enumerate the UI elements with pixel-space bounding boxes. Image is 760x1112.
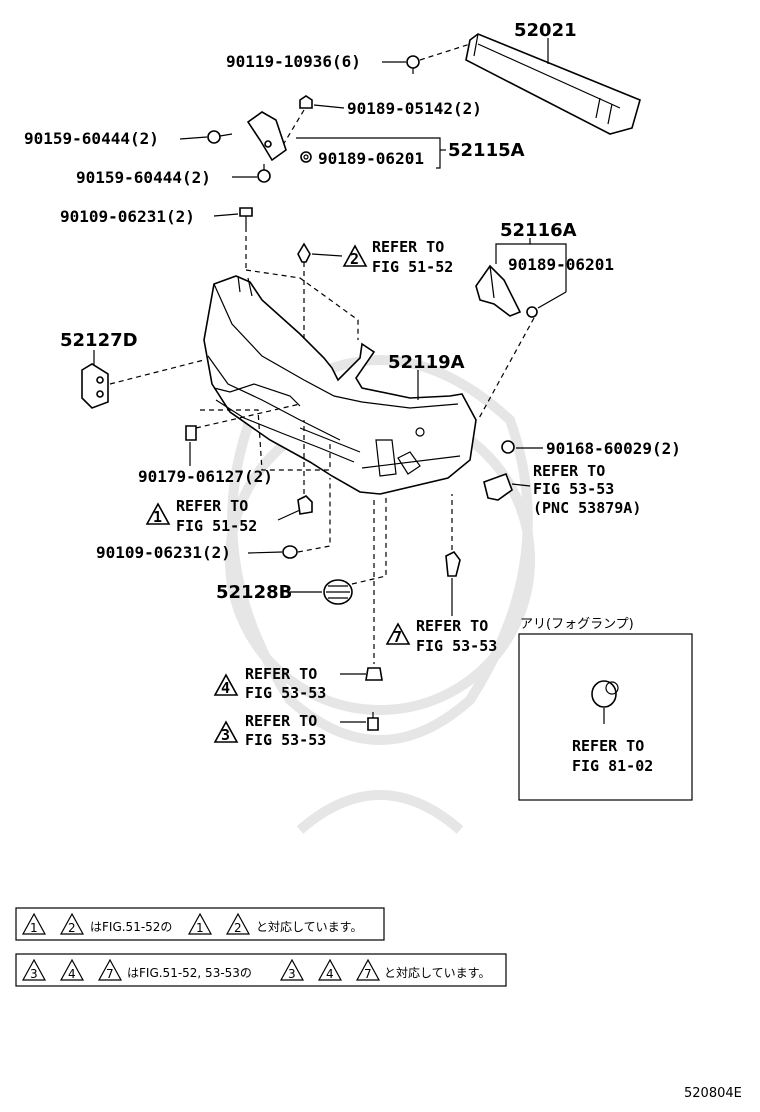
svg-text:REFER TO: REFER TO [372, 238, 444, 256]
svg-text:REFER TO: REFER TO [533, 462, 605, 480]
svg-text:7: 7 [364, 967, 372, 981]
svg-text:と対応しています。: と対応しています。 [256, 920, 362, 934]
svg-text:REFER TO: REFER TO [416, 617, 488, 635]
bolt-90109-a-icon [239, 207, 253, 232]
clip-90189-06201-icon [300, 151, 312, 163]
bumper-cover-52119A [203, 275, 477, 495]
fog-lamp-icon [591, 680, 619, 708]
label-52119A: 52119A [388, 352, 465, 373]
ref-fig-51-52-top: 2 REFER TO FIG 51-52 [342, 238, 453, 276]
svg-text:1: 1 [196, 921, 204, 935]
label-90119-10936: 90119-10936(6) [226, 52, 361, 71]
ref-fig-51-52-1: 1 REFER TO FIG 51-52 [145, 497, 257, 535]
svg-text:3: 3 [288, 967, 296, 981]
svg-text:REFER TO: REFER TO [176, 497, 248, 515]
bracket-53879A-icon [483, 472, 513, 501]
label-90168-60029: 90168-60029(2) [546, 439, 681, 458]
svg-text:REFER TO: REFER TO [245, 712, 317, 730]
svg-text:4: 4 [68, 967, 76, 981]
svg-text:2: 2 [234, 921, 242, 935]
label-52116A: 52116A [500, 220, 577, 241]
svg-text:FIG 53-53: FIG 53-53 [245, 684, 326, 702]
label-90109-06231-b: 90109-06231(2) [96, 543, 231, 562]
svg-text:4: 4 [221, 679, 230, 697]
ref-fig-53-53-3: 3 REFER TO FIG 53-53 [213, 712, 326, 749]
svg-text:2: 2 [350, 250, 359, 268]
fog-box-title: アリ(フォグランプ) [520, 617, 634, 632]
svg-text:2: 2 [68, 921, 76, 935]
svg-text:はFIG.51-52, 53-53の: はFIG.51-52, 53-53の [127, 966, 252, 980]
svg-text:4: 4 [326, 967, 334, 981]
label-90159-60444-a: 90159-60444(2) [24, 129, 159, 148]
svg-text:7: 7 [393, 628, 402, 646]
svg-text:1: 1 [153, 508, 162, 526]
nut-90189-05142-icon [299, 95, 313, 109]
svg-text:REFER TO: REFER TO [572, 737, 644, 755]
note-1: 1 2 はFIG.51-52の 1 2 と対応しています。 [15, 907, 385, 941]
ref-fig-53-53-4: 4 REFER TO FIG 53-53 [213, 665, 326, 702]
bracket-52127D [81, 363, 109, 409]
label-52115A: 52115A [448, 140, 525, 161]
ref-fig-53-53-pnc: REFER TO FIG 53-53 (PNC 53879A) [533, 462, 641, 517]
svg-text:FIG 51-52: FIG 51-52 [372, 258, 453, 276]
clip-ref1-icon [297, 495, 313, 515]
screw-ref3-icon [367, 712, 379, 731]
fog-lamp-box: アリ(フォグランプ) REFER TO FIG 81-02 [518, 617, 693, 801]
label-52127D: 52127D [60, 330, 138, 351]
diagram-id: 520804E [684, 1086, 742, 1101]
svg-text:FIG 51-52: FIG 51-52 [176, 517, 257, 535]
bracket-52115A [246, 111, 287, 162]
label-90109-06231-a: 90109-06231(2) [60, 207, 195, 226]
svg-text:と対応しています。: と対応しています。 [384, 966, 490, 980]
label-90189-05142: 90189-05142(2) [347, 99, 482, 118]
clip-90168-icon [501, 440, 515, 454]
label-90179-06127: 90179-06127(2) [138, 467, 273, 486]
clip-90189-06201-b-icon [526, 306, 538, 318]
reinforcement-beam-52021 [465, 33, 641, 135]
svg-text:REFER TO: REFER TO [245, 665, 317, 683]
svg-text:1: 1 [30, 921, 38, 935]
note-2: 3 4 7 はFIG.51-52, 53-53の 3 4 7 と対応しています。 [15, 953, 507, 987]
svg-text:FIG 53-53: FIG 53-53 [245, 731, 326, 749]
svg-text:(PNC 53879A): (PNC 53879A) [533, 499, 641, 517]
svg-text:FIG 81-02: FIG 81-02 [572, 757, 653, 775]
svg-text:3: 3 [221, 726, 230, 744]
ref-fig-53-53-7: 7 REFER TO FIG 53-53 [385, 617, 497, 655]
bolt-90109-b-icon [282, 545, 298, 559]
svg-text:7: 7 [106, 967, 114, 981]
svg-text:3: 3 [30, 967, 38, 981]
label-90189-06201-b: 90189-06201 [508, 255, 614, 274]
label-90159-60444-b: 90159-60444(2) [76, 168, 211, 187]
clip-90179-icon [185, 425, 197, 441]
screw-90159-b-icon [257, 164, 271, 183]
screw-90159-a-icon [207, 130, 233, 144]
bracket-52116A [475, 264, 522, 317]
svg-text:FIG 53-53: FIG 53-53 [416, 637, 497, 655]
bolt-90119-icon [406, 55, 420, 74]
fog-cover-52128B [323, 579, 353, 605]
label-90189-06201-a: 90189-06201 [318, 149, 424, 168]
clip-top-center-icon [297, 242, 311, 263]
svg-text:FIG 53-53: FIG 53-53 [533, 480, 614, 498]
label-52128B: 52128B [216, 582, 292, 603]
svg-text:はFIG.51-52の: はFIG.51-52の [90, 920, 172, 934]
label-52021: 52021 [514, 20, 577, 41]
clip-ref4-icon [365, 667, 383, 681]
clip-ref7-icon [445, 550, 461, 577]
